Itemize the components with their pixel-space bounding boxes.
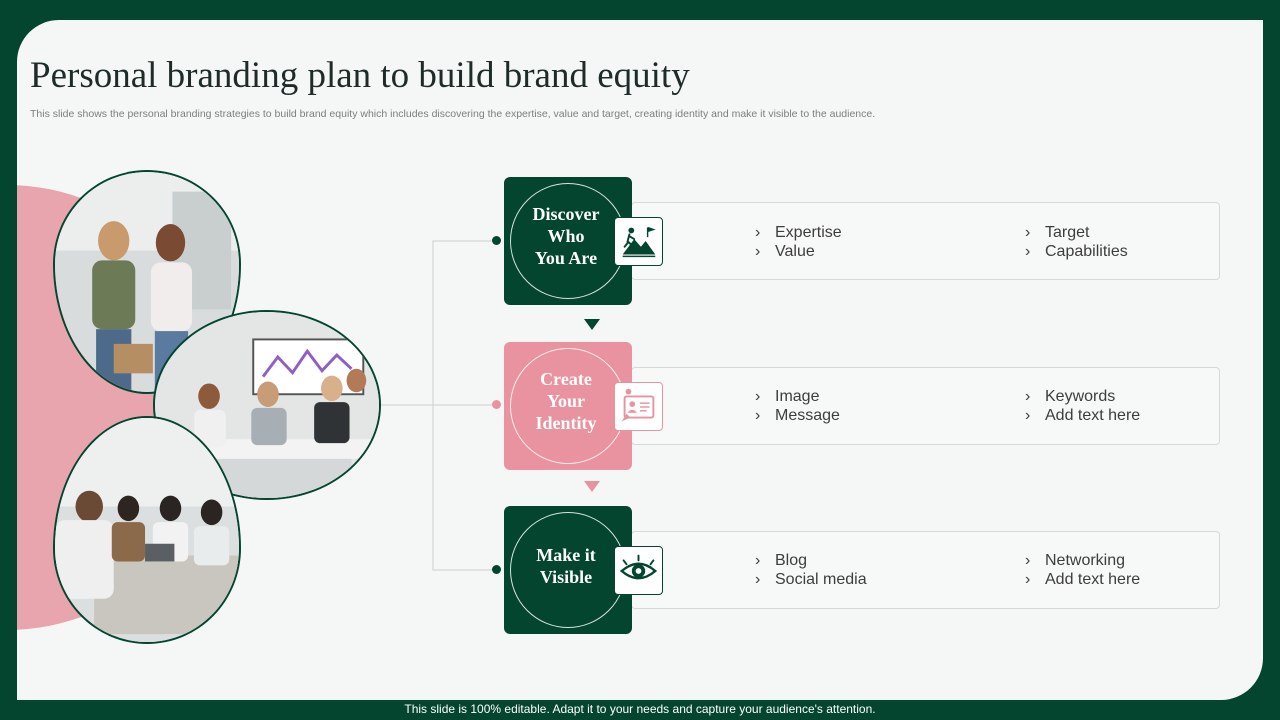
stage-bullets-left-visible: ›Blog ›Social media (755, 551, 867, 589)
photo-group-working-laptop[interactable] (53, 416, 241, 644)
stage-bullets-left-create: ›Image ›Message (755, 387, 840, 425)
stage-bullets-left-discover: ›Expertise ›Value (755, 223, 842, 261)
stage-discover-who-you-are[interactable]: Discover Who You Are (504, 177, 632, 305)
photo-two-women-reading[interactable] (53, 170, 241, 394)
stage-label: Make it Visible (536, 545, 596, 587)
flow-arrow-down (584, 481, 600, 492)
list-item: ›Target (1025, 224, 1090, 241)
list-item: ›Expertise (755, 224, 842, 241)
list-item: ›Networking (1025, 552, 1126, 569)
id-card-icon (614, 382, 663, 431)
connector-dot-visible (492, 565, 501, 574)
list-item: ›Add text here (1025, 407, 1141, 424)
stage-bullets-right-create: ›Keywords ›Add text here (1025, 387, 1140, 425)
connector-dot-discover (492, 236, 501, 245)
stage-card-discover (631, 202, 1220, 280)
stage-card-visible (631, 531, 1220, 609)
stage-label: Create Your Identity (535, 369, 597, 433)
list-item: ›Message (755, 407, 840, 424)
stage-make-it-visible[interactable]: Make it Visible (504, 506, 632, 634)
footer-note: This slide is 100% editable. Adapt it to… (404, 702, 876, 716)
list-item: ›Image (755, 388, 820, 405)
eye-icon (614, 546, 663, 595)
list-item: ›Keywords (1025, 388, 1116, 405)
connector-dot-create (492, 400, 501, 409)
slide-title[interactable]: Personal branding plan to build brand eq… (30, 55, 690, 96)
list-item: ›Social media (755, 571, 867, 588)
list-item: ›Blog (755, 552, 808, 569)
stage-bullets-right-visible: ›Networking ›Add text here (1025, 551, 1140, 589)
list-item: ›Value (755, 243, 815, 260)
slide-canvas: Personal branding plan to build brand eq… (17, 20, 1263, 700)
flow-arrow-down (584, 319, 600, 330)
stage-card-create (631, 367, 1220, 445)
list-item: ›Capabilities (1025, 243, 1128, 260)
mountain-climber-icon (614, 217, 663, 266)
stage-create-your-identity[interactable]: Create Your Identity (504, 342, 632, 470)
list-item: ›Add text here (1025, 571, 1141, 588)
photo-team-meeting-presentation[interactable] (153, 310, 381, 500)
slide-subtitle[interactable]: This slide shows the personal branding s… (30, 108, 876, 120)
stage-bullets-right-discover: ›Target ›Capabilities (1025, 223, 1128, 261)
stage-label: Discover Who You Are (532, 204, 600, 268)
